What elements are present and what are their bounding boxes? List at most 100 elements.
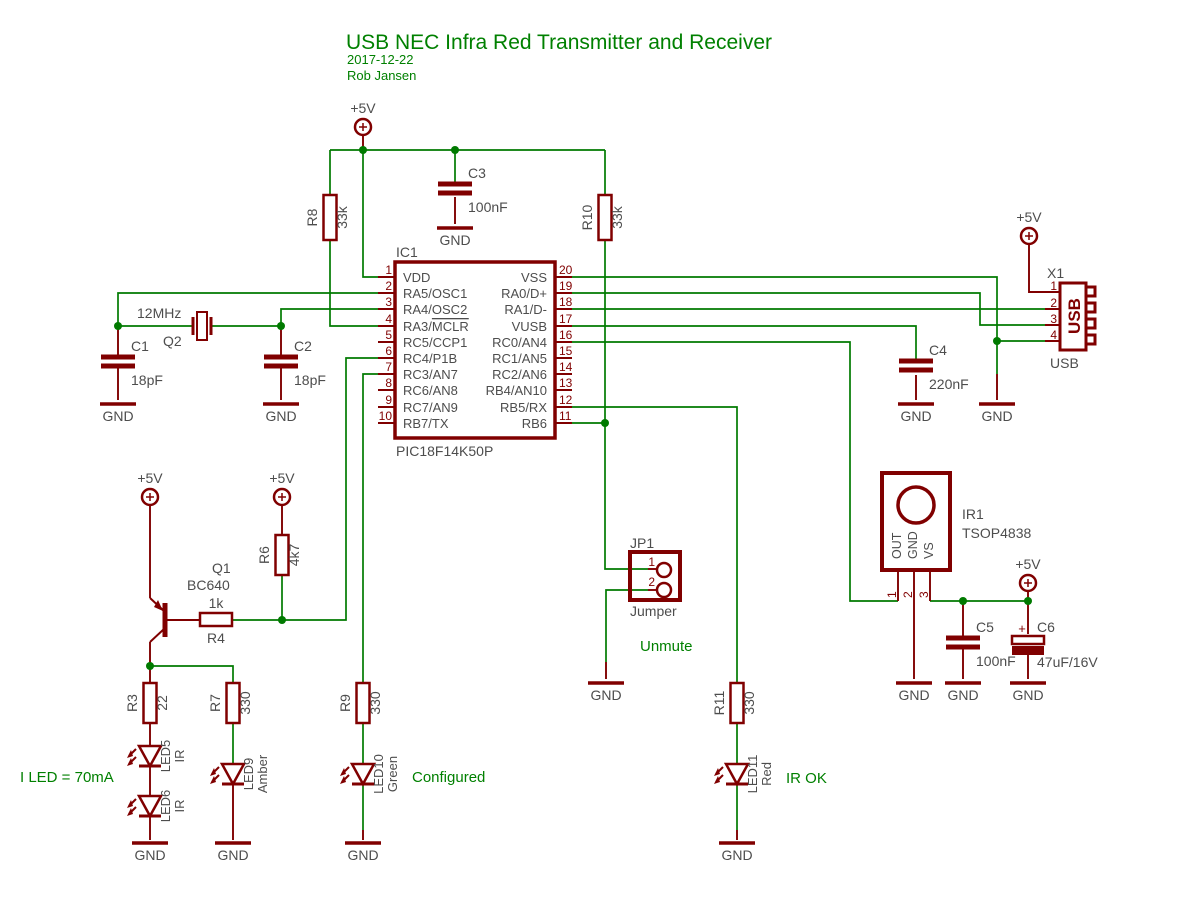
r11-ref: R11 (711, 690, 727, 715)
ic1-pin-number: 15 (559, 344, 573, 358)
net-wire (572, 276, 998, 341)
r11-body (729, 681, 745, 725)
net-wire (362, 373, 378, 683)
vcc-symbol-icon (353, 117, 373, 137)
r4-ref: R4 (207, 630, 225, 646)
vcc-label: +5V (137, 470, 163, 486)
gnd-label: GND (981, 408, 1012, 424)
r6-ref: R6 (256, 546, 272, 564)
vcc-label: +5V (1015, 556, 1041, 572)
r3-body (142, 681, 158, 725)
c6-ref: C6 (1037, 619, 1055, 635)
ic1-pin-name: RB5/RX (500, 400, 547, 415)
jp1-pin1-pad (655, 561, 673, 579)
gnd-label: GND (134, 847, 165, 863)
ic1-pin-name: RA0/D+ (501, 286, 547, 301)
vcc-symbol-icon (272, 487, 292, 507)
component-r4: 1k R4 (198, 595, 234, 646)
schematic-author: Rob Jansen (347, 68, 416, 83)
usb-tooth-4 (1084, 333, 1097, 346)
usb-name: USB (1050, 355, 1079, 371)
c1-value: 18pF (131, 372, 163, 388)
ic1-pin-number: 9 (385, 393, 392, 407)
net-wire (604, 423, 648, 570)
ir1-part: TSOP4838 (962, 525, 1031, 541)
r3-value: 22 (154, 695, 170, 711)
vcc-label: +5V (350, 100, 376, 116)
r10-ref: R10 (579, 204, 595, 230)
net-wire (329, 240, 378, 327)
ic1-pin-number: 3 (385, 295, 392, 309)
led9-emission-arrow-icon (210, 768, 216, 776)
r6-value: 4k7 (286, 544, 302, 567)
ic1-body (393, 260, 557, 440)
crystal-body (196, 311, 208, 341)
gnd-label: GND (217, 847, 248, 863)
ic1-pin-number: 5 (385, 328, 392, 342)
pin-wire (1028, 245, 1045, 293)
r8-ref: R8 (304, 208, 320, 226)
annotation-ir-ok: IR OK (786, 770, 827, 787)
usb-tooth-3 (1084, 317, 1097, 330)
net-wire (280, 308, 378, 326)
junction-dot (1024, 597, 1032, 605)
component-c6: + C6 47uF/16V (1010, 619, 1098, 670)
ic1-pin-number: 18 (559, 295, 573, 309)
net-wire (572, 406, 738, 683)
ic1-pin-name: RC5/CCP1 (403, 335, 467, 350)
r10-body (597, 193, 613, 242)
r11-value: 330 (741, 691, 757, 715)
annotation-led-current: I LED = 70mA (20, 769, 114, 786)
component-transistor-q1: Q1 BC640 (149, 560, 231, 643)
r9-ref: R9 (337, 694, 353, 712)
c1-ref: C1 (131, 338, 149, 354)
usb-pin-number: 2 (1050, 296, 1057, 310)
ic1-pin-number: 11 (559, 409, 572, 423)
r4-value: 1k (209, 595, 225, 611)
component-ir1: OUT GND VS 1 2 3 IR1 TSOP4838 (880, 471, 1031, 598)
net-wire (232, 357, 378, 621)
ic1-pin-number: 10 (379, 409, 393, 423)
vcc-symbol-icon (1019, 226, 1039, 246)
ic1-pin-number: 14 (559, 360, 573, 374)
jp1-pin1-number: 1 (648, 555, 655, 569)
led6-ref: LED6 (158, 790, 173, 823)
c6-plate-neg (1012, 646, 1044, 655)
led5-emission-arrow-icon (127, 758, 133, 766)
c6-plus-sign: + (1018, 621, 1026, 636)
led10-emission-arrow-icon (340, 776, 346, 784)
vcc-label: +5V (1016, 209, 1042, 225)
ir1-pin-name-vs: VS (922, 542, 936, 559)
ic1-ref: IC1 (396, 244, 418, 260)
r6-body (274, 533, 290, 577)
net-wire (150, 665, 234, 683)
jp1-name: Jumper (630, 603, 677, 619)
ic1-pin-name: RA1/D- (504, 302, 547, 317)
r9-value: 330 (367, 691, 383, 715)
ir1-lens-icon (896, 485, 936, 525)
net-wire (572, 341, 898, 602)
q1-ref: Q1 (212, 560, 231, 576)
led10-ref: LED10 (371, 754, 386, 794)
jp1-pin2-pad (655, 581, 673, 599)
vcc-symbol-icon (1018, 573, 1038, 593)
led9-ref: LED9 (241, 758, 256, 791)
led6-color-label: IR (172, 800, 187, 813)
c5-value: 100nF (976, 653, 1016, 669)
ic1-pin-name: VDD (403, 270, 430, 285)
c5-ref: C5 (976, 619, 994, 635)
usb-ref: X1 (1047, 265, 1064, 281)
jp1-body (628, 550, 682, 602)
ic1-pin-number: 19 (559, 279, 573, 293)
gnd-label: GND (1012, 687, 1043, 703)
junction-dot (601, 419, 609, 427)
net-wire (117, 292, 378, 326)
crystal-value: 12MHz (137, 305, 181, 321)
crystal-ref: Q2 (163, 333, 182, 349)
led11-color-label: Red (759, 762, 774, 786)
net-wire (605, 589, 648, 662)
net-wire (362, 150, 378, 278)
